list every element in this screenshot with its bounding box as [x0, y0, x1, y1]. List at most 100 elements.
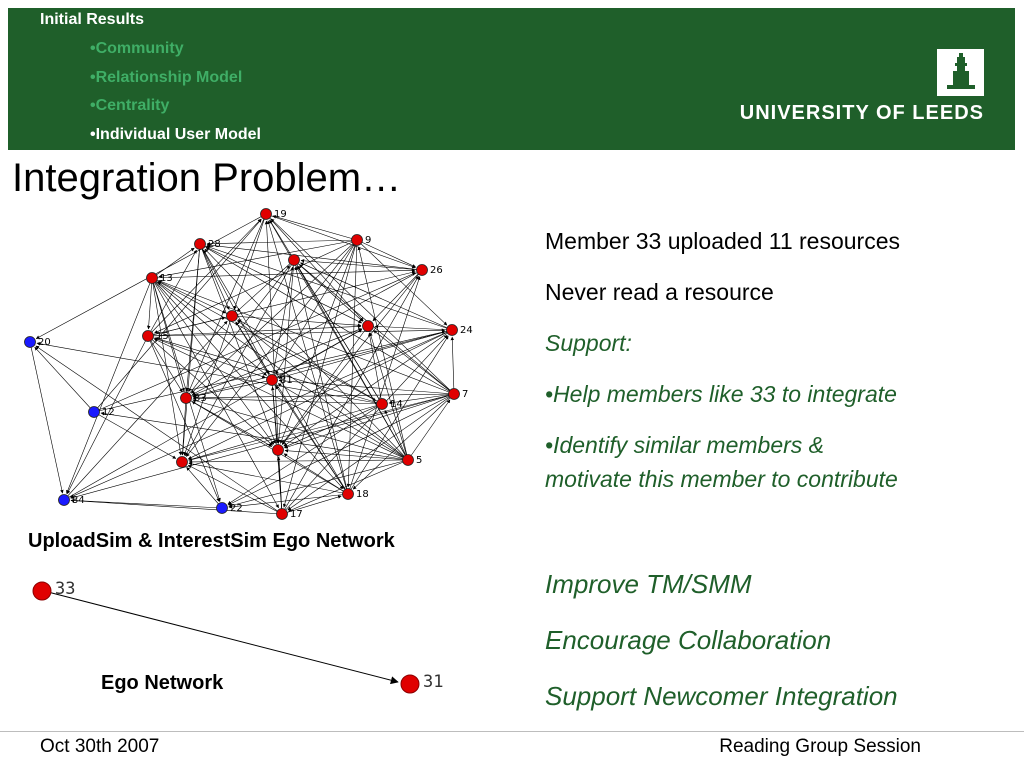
network-edge	[199, 243, 230, 310]
network-edge	[283, 453, 349, 495]
network-edge	[147, 328, 446, 337]
support-bullet-1: •Help members like 33 to integrate	[545, 381, 897, 407]
support-bullet-2b: motivate this member to contribute	[545, 466, 898, 492]
network-edge	[205, 247, 455, 395]
network-node-label: 20	[38, 337, 51, 348]
network-edge	[70, 498, 283, 515]
network-edge	[151, 277, 227, 314]
network-edge	[190, 239, 358, 394]
network-edge	[192, 379, 273, 398]
network-edge	[63, 329, 363, 501]
network-edge	[35, 345, 283, 515]
network-edge	[151, 247, 195, 279]
action-item-2: Encourage Collaboration	[545, 625, 832, 655]
network-node	[342, 488, 354, 500]
network-edge	[265, 213, 416, 269]
support-label: Support:	[545, 330, 632, 356]
nav-item-individual-user-model[interactable]: •Individual User Model	[90, 126, 261, 143]
network-edge	[388, 393, 455, 405]
network-node	[276, 508, 288, 520]
network-edge	[188, 459, 409, 464]
network-node	[226, 310, 238, 322]
network-edge	[356, 239, 448, 326]
network-node-label: 33	[194, 393, 207, 404]
network-node	[376, 398, 388, 410]
network-edge	[151, 277, 267, 376]
network-edge	[29, 341, 64, 494]
network-edge	[188, 393, 455, 462]
nav-item-centrality[interactable]: •Centrality	[90, 97, 170, 114]
network-edge	[70, 393, 455, 500]
network-edge	[347, 276, 421, 495]
network-edge	[147, 249, 197, 337]
network-edge	[284, 403, 383, 448]
network-edge	[297, 265, 383, 405]
network-node	[88, 406, 100, 418]
network-edge	[267, 220, 349, 495]
network-edge	[147, 335, 274, 446]
network-node-label: 14	[390, 399, 403, 410]
nav-item-community[interactable]: •Community	[90, 40, 184, 57]
network-edge	[186, 467, 223, 509]
network-edge	[70, 498, 223, 509]
network-node-label: 5	[416, 455, 422, 466]
network-edge	[300, 262, 453, 331]
action-item-3: Support Newcomer Integration	[545, 681, 898, 711]
network-edge	[187, 464, 283, 515]
network-edge	[199, 243, 277, 444]
network-edge	[147, 218, 262, 337]
network-edge	[236, 259, 295, 312]
network-edge	[293, 259, 364, 322]
network-edge	[187, 329, 453, 460]
network-edge	[346, 239, 358, 488]
network-node	[146, 272, 158, 284]
read-stat: Never read a resource	[545, 279, 774, 305]
network-edge	[151, 277, 344, 490]
network-edge	[347, 335, 449, 495]
network-edge	[158, 239, 358, 278]
network-edge	[204, 248, 409, 461]
network-edge	[206, 243, 423, 271]
footer-session: Reading Group Session	[719, 736, 921, 757]
network-edge	[158, 279, 455, 395]
network-edge	[369, 332, 409, 461]
network-edge	[281, 325, 369, 445]
network-edge	[282, 269, 423, 445]
network-edge	[233, 213, 267, 310]
network-node-label: 17	[290, 509, 303, 520]
nav-item-relationship-model[interactable]: •Relationship Model	[90, 69, 243, 86]
university-logo-icon	[937, 49, 984, 96]
network-edge	[93, 330, 446, 413]
network-node-label: 34	[72, 495, 85, 506]
network-edge	[206, 239, 358, 246]
network-edge	[63, 320, 228, 501]
network-node-label: 9	[365, 235, 371, 246]
footer-divider	[0, 731, 1024, 732]
network-edge	[278, 329, 453, 379]
network-node-label: 19	[274, 209, 287, 220]
network-edge	[281, 334, 448, 515]
ego-edge	[47, 591, 399, 685]
network-edge	[203, 249, 349, 495]
network-edge	[287, 393, 455, 511]
network-edge	[188, 213, 267, 392]
network-edge	[147, 335, 183, 393]
network-edge	[36, 342, 383, 405]
network-node	[402, 454, 414, 466]
ego-label-31: 31	[423, 672, 443, 692]
network-node	[216, 502, 228, 514]
network-edge	[272, 215, 358, 241]
network-node	[176, 456, 188, 468]
network-edge	[372, 269, 423, 322]
network-node	[24, 336, 36, 348]
network-edge	[192, 393, 455, 400]
network-node	[142, 330, 154, 342]
network-node	[266, 374, 278, 386]
ego-node-31	[400, 674, 420, 694]
network-edge	[191, 401, 349, 495]
header-banner	[8, 8, 1015, 150]
network-edge	[66, 277, 153, 494]
network-edge	[151, 277, 279, 509]
network-node-label: 18	[356, 489, 369, 500]
network-edge	[275, 239, 358, 375]
